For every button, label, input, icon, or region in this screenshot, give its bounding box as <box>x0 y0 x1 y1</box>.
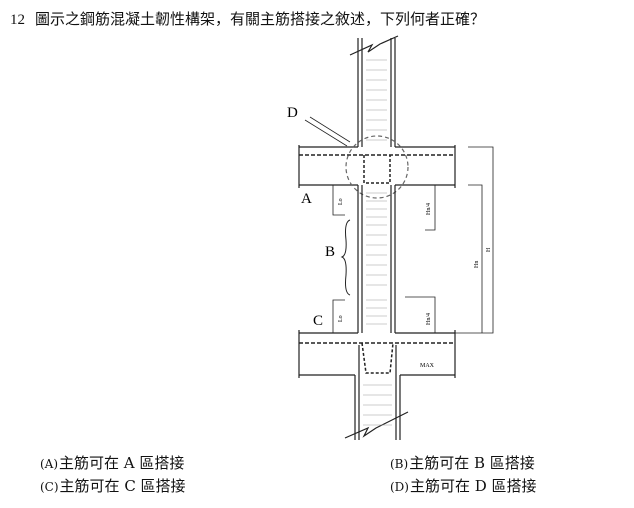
option-text: 主筋可在 D 區搭接 <box>409 477 537 495</box>
dim-lo-upper: Lo <box>338 198 344 205</box>
option-text: 主筋可在 C 區搭接 <box>59 477 186 495</box>
option-label: (D) <box>390 480 409 494</box>
dim-hn4-upper: Hn/4 <box>426 203 432 215</box>
option-label: (B) <box>390 457 409 471</box>
dim-max: MAX <box>420 363 435 369</box>
label-a: A <box>301 191 312 207</box>
joint-region-circle <box>345 135 409 199</box>
option-d[interactable]: (D)主筋可在 D 區搭接 <box>390 475 537 496</box>
option-b[interactable]: (B)主筋可在 B 區搭接 <box>390 452 535 473</box>
option-a[interactable]: (A)主筋可在 A 區搭接 <box>40 452 184 473</box>
option-c[interactable]: (C)主筋可在 C 區搭接 <box>40 475 186 496</box>
dim-lo-lower: Lo <box>338 315 344 322</box>
option-text: 主筋可在 B 區搭接 <box>409 454 535 472</box>
option-label: (C) <box>40 480 59 494</box>
label-d: D <box>287 105 298 121</box>
question-text: 圖示之鋼筋混凝土韌性構架，有關主筋搭接之敘述，下列何者正確？ <box>35 10 486 28</box>
dim-hn4-lower: Hn/4 <box>426 313 432 325</box>
break-mark <box>344 411 409 439</box>
label-b: B <box>325 244 335 260</box>
option-label: (A) <box>40 457 59 471</box>
break-mark <box>349 35 399 56</box>
question: 12 圖示之鋼筋混凝土韌性構架，有關主筋搭接之敘述，下列何者正確？ <box>10 8 485 29</box>
dim-h: H <box>486 247 492 252</box>
question-number: 12 <box>10 12 25 28</box>
label-c: C <box>313 313 323 329</box>
option-text: 主筋可在 A 區搭接 <box>59 454 185 472</box>
dim-hn: Hn <box>474 261 480 268</box>
